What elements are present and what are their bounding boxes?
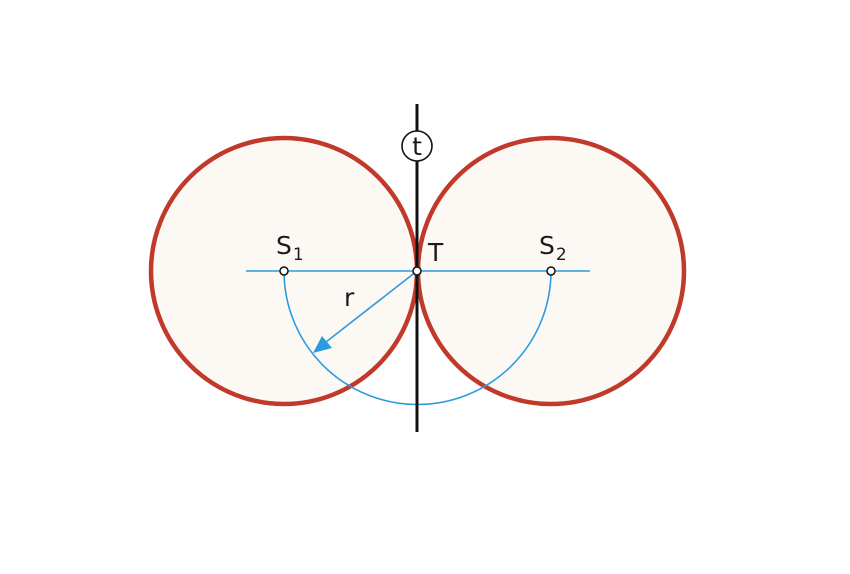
point-s1	[279, 266, 289, 276]
tangent-point-label: T	[427, 238, 444, 267]
tangent-line-label: t	[412, 132, 422, 161]
radius-arrow-shaft	[325, 270, 418, 343]
center-2-label: S2	[539, 231, 567, 265]
tangent-label-circle	[401, 130, 433, 162]
radius-label: r	[344, 283, 355, 312]
radius-arrowhead	[313, 336, 332, 353]
center-1-label: S1	[276, 231, 304, 265]
point-s2	[546, 266, 556, 276]
point-t	[412, 266, 422, 276]
